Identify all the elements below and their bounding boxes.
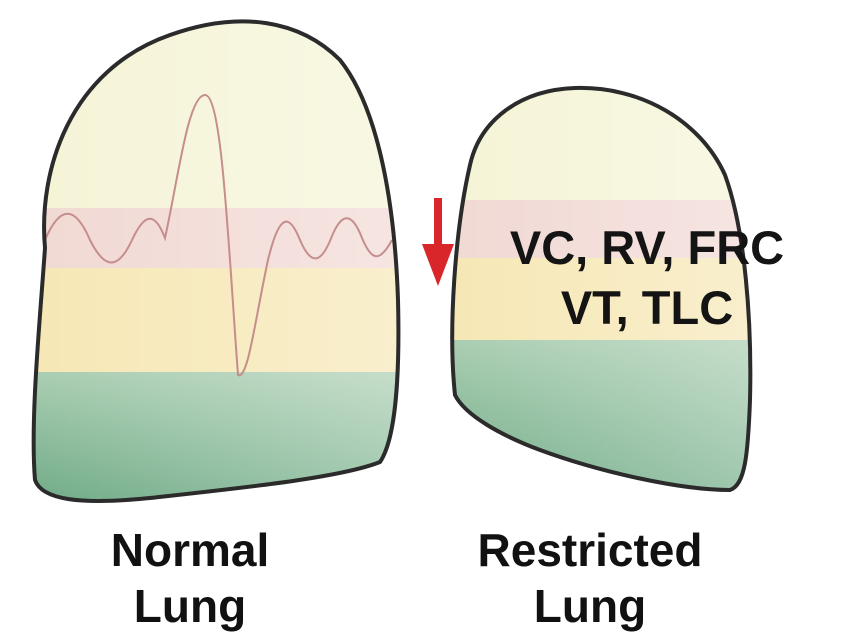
restricted-lung-caption-line-1: Restricted [440, 522, 740, 578]
down-arrow-icon [422, 198, 454, 286]
restricted-lung-caption: Restricted Lung [440, 522, 740, 634]
volumes-line-2: VT, TLC [452, 278, 842, 338]
normal-lung-caption-line-2: Lung [40, 578, 340, 634]
normal-lung-caption: Normal Lung [40, 522, 340, 634]
volumes-line-1: VC, RV, FRC [452, 218, 842, 278]
restricted-lung-caption-line-2: Lung [440, 578, 740, 634]
normal-lung-caption-line-1: Normal [40, 522, 340, 578]
reduced-volumes-label: VC, RV, FRC VT, TLC [452, 218, 842, 338]
normal-lung [20, 0, 420, 520]
